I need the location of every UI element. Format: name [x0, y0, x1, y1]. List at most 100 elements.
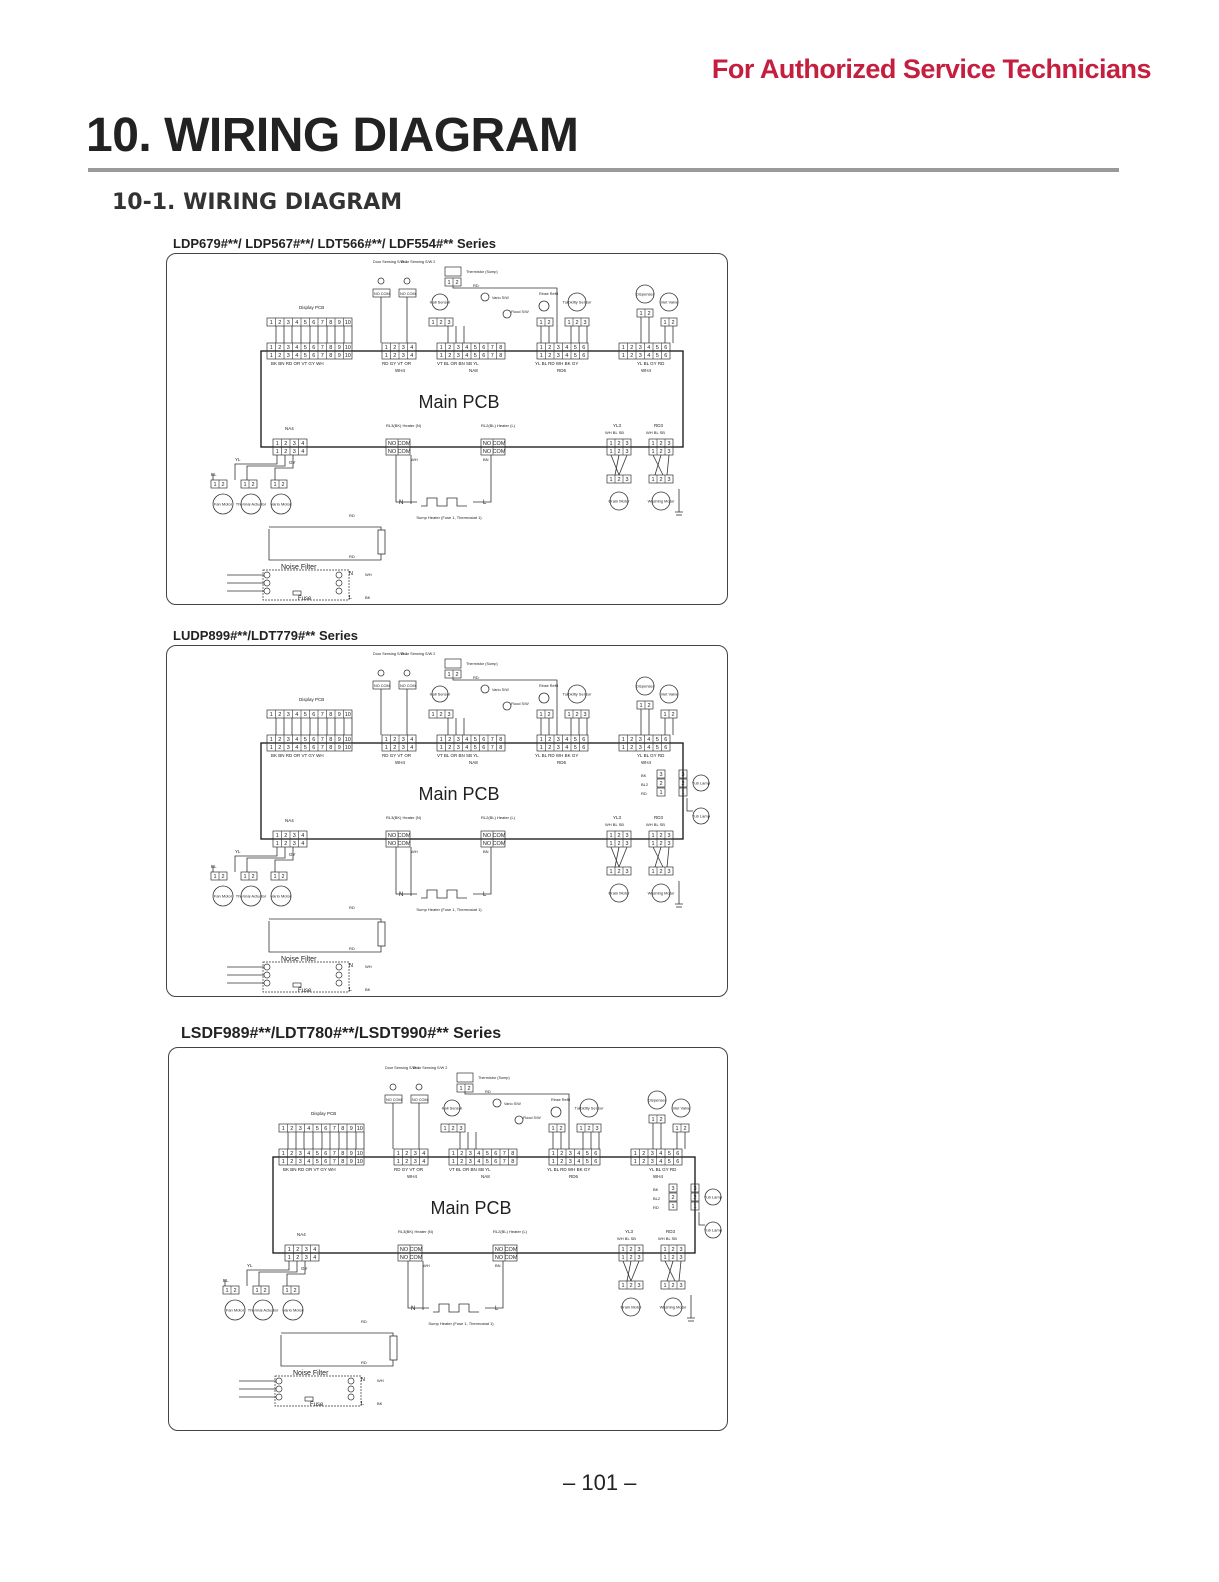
pin-number: 2	[284, 449, 287, 455]
pin-number: 3	[583, 320, 586, 326]
pin-number: 3	[469, 1159, 472, 1165]
pin-number: 9	[338, 353, 341, 359]
pin-number: 2	[630, 737, 633, 743]
pin-number: 4	[577, 1151, 580, 1157]
pin-number: 5	[316, 1159, 319, 1165]
washing-wire	[666, 846, 670, 868]
page-title: 10. WIRING DIAGRAM	[86, 109, 579, 162]
pin-number: 1	[621, 1283, 624, 1289]
pin-number: 1	[651, 869, 654, 875]
noise-filter-box	[262, 569, 350, 601]
pin-number: 3	[287, 353, 290, 359]
door-sw2-contacts	[410, 1094, 429, 1104]
door-sw1-contacts	[372, 288, 391, 298]
terminal-l-label: L	[483, 892, 487, 898]
pin-number: 3	[625, 441, 628, 447]
tub-lamp-1	[704, 1188, 722, 1206]
tub-lamp-bk: BK	[653, 1187, 659, 1192]
pin-number: 1	[609, 841, 612, 847]
pin-number: 2	[630, 353, 633, 359]
dispenser-label: Dispenser	[648, 1098, 667, 1103]
pin-number: 2	[681, 781, 684, 787]
vario-sw	[492, 1098, 502, 1108]
relay-l-label: RL2(BL) Heater (L)	[481, 423, 516, 428]
pin-number: 5	[474, 353, 477, 359]
pin-number: 1	[552, 1159, 555, 1165]
pin-number: 2	[263, 1288, 266, 1294]
wire-wh-label: WH	[423, 1263, 430, 1268]
pin-number: 8	[511, 1159, 514, 1165]
inlet-valve	[659, 292, 679, 312]
tub-lamp-2-label: Tub Lamp	[692, 814, 711, 819]
main-pcb-label: Main PCB	[418, 392, 499, 412]
pin-number: 1	[663, 712, 666, 718]
pin-number: 2	[448, 353, 451, 359]
pin-number: 4	[295, 353, 298, 359]
rinse-refill	[550, 1106, 562, 1118]
na4-label: NA4	[285, 426, 294, 431]
heater-n-wire	[395, 455, 417, 503]
na8-wire-colors: VT BL OR BN SB YL	[437, 753, 479, 758]
pin-number: 5	[304, 745, 307, 751]
pin-number: 2	[296, 1247, 299, 1253]
door-sw2-contacts	[398, 288, 417, 298]
pin-number: 2	[671, 712, 674, 718]
pin-number: 3	[625, 841, 628, 847]
pin-number: 4	[477, 1151, 480, 1157]
rd3-wire-colors: WH BL SB	[646, 822, 665, 827]
pin-number: 1	[567, 712, 570, 718]
filter-wh-label: WH	[365, 964, 372, 969]
vario-sw-label: Vario S/W	[504, 1102, 521, 1106]
pin-number: 1	[385, 353, 388, 359]
display-pcb-label: Display PCB	[299, 305, 324, 310]
pin-number: 2	[629, 1247, 632, 1253]
thermistor-wire-color: RD	[473, 283, 479, 288]
pin-number: 3	[414, 1151, 417, 1157]
page-number: – 101 –	[563, 1470, 637, 1495]
input-terminal	[275, 1377, 283, 1385]
turbidity-connector	[564, 709, 590, 719]
rd6-wire-colors: YL BL RD WH BK GY	[535, 361, 578, 366]
door-sensing-2-label: Door Sensing S/W 2	[413, 1066, 447, 1070]
pin-number: 1	[552, 1151, 555, 1157]
pin-number: 6	[312, 712, 315, 718]
na4-wire-1	[246, 1261, 290, 1286]
na4-wire-1	[234, 455, 278, 480]
pin-number: 8	[329, 712, 332, 718]
pin-number: 5	[304, 353, 307, 359]
wire-bl-label: BL	[211, 472, 217, 477]
fan-motor-label: Fan Motor	[226, 1308, 245, 1313]
na4-label: NA4	[297, 1232, 306, 1237]
pin-number: 6	[582, 345, 585, 351]
fan-motor	[212, 493, 234, 515]
pin-number: 10	[345, 353, 351, 359]
terminal-block	[389, 1335, 398, 1361]
pin-number: 8	[499, 737, 502, 743]
pin-number: 5	[668, 1159, 671, 1165]
tub-lamp-wire	[686, 798, 693, 812]
pin-number: 3	[457, 345, 460, 351]
pin-number: 3	[557, 737, 560, 743]
pin-number: 1	[276, 449, 279, 455]
wire-yl-label: YL	[235, 457, 241, 462]
turbidity-sensor	[579, 1098, 599, 1118]
pin-number: 7	[321, 712, 324, 718]
pin-number: 1	[243, 874, 246, 880]
pin-number: 1	[622, 345, 625, 351]
wh4-wire-colors: RD GY VT OR	[394, 1167, 424, 1172]
rd3-label: RD3	[654, 815, 663, 820]
rd6-label: RD6	[557, 368, 566, 373]
pin-number: 1	[440, 745, 443, 751]
pin-number: 3	[287, 737, 290, 743]
pin-number: 8	[499, 345, 502, 351]
pin-number: 2	[281, 874, 284, 880]
rd3-label: RD3	[654, 423, 663, 428]
terminal-n-label: N	[399, 500, 403, 506]
display-wire-colors: BK BN RD OR VT GY WH	[283, 1167, 336, 1172]
pin-number: 3	[679, 1247, 682, 1253]
door-sensing-2-label: Door Sensing S/W 2	[401, 260, 435, 264]
pin-number: 6	[582, 737, 585, 743]
pin-number: 7	[321, 353, 324, 359]
output-terminal	[335, 587, 343, 595]
